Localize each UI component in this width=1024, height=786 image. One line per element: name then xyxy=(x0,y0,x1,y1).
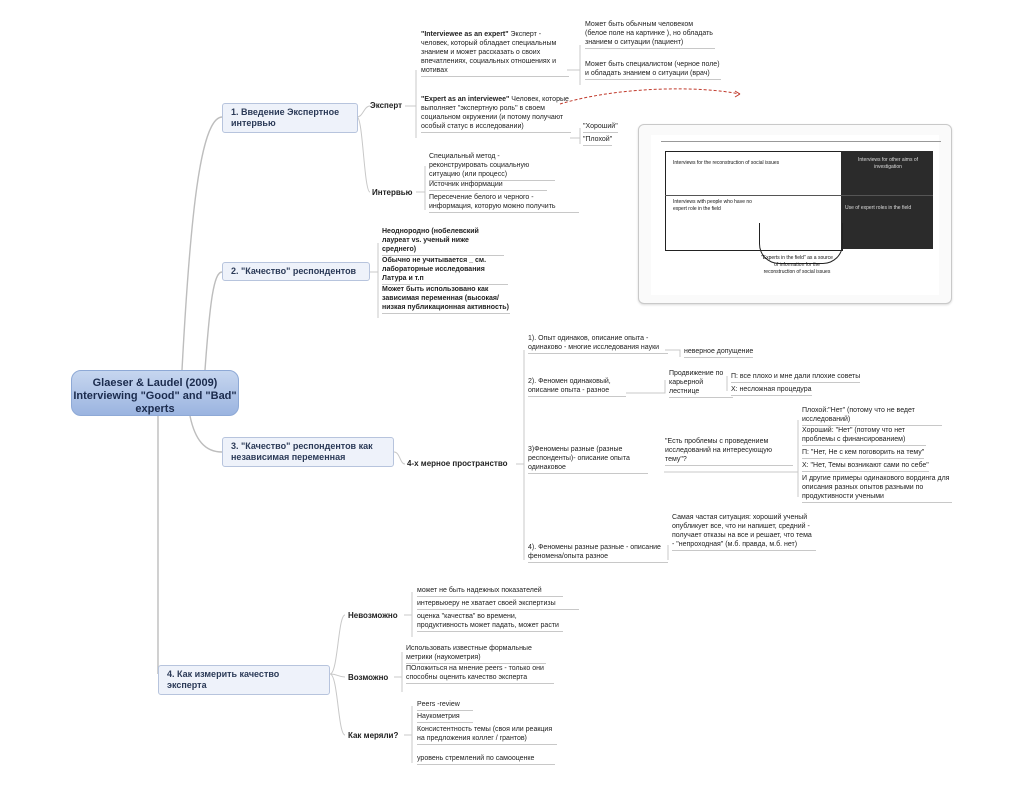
topic-expert-label: Эксперт xyxy=(370,101,403,110)
figure-label-no-expert-role: Interviews with people who have no exper… xyxy=(673,199,752,212)
branch-measure-quality[interactable]: 4. Как измерить качество эксперта xyxy=(158,665,330,695)
root-node[interactable]: Glaeser & Laudel (2009) Interviewing "Go… xyxy=(71,370,239,416)
case-3-question[interactable]: "Есть проблемы с проведением исследовани… xyxy=(665,437,793,466)
case-3-x-no[interactable]: Х: "Нет, Темы возникают сами по себе" xyxy=(802,461,929,472)
link-root-b1 xyxy=(181,116,223,371)
expert-definition-b-term: "Expert as an interviewee" xyxy=(421,96,510,103)
expert-definition-a[interactable]: "Interviewee as an expert" Эксперт - чел… xyxy=(421,30,569,77)
figure-label-other-aims: Interviews for other aims of investigati… xyxy=(857,157,919,170)
case-3-bad-no[interactable]: Плохой:"Нет" (потому что не ведет исслед… xyxy=(802,406,942,426)
branch-independent-variable-title: 3. "Качество" респондентов как независим… xyxy=(231,441,373,462)
quality-not-considered[interactable]: Обычно не учитывается _ см. лабораторные… xyxy=(382,256,508,285)
annotation-arrow xyxy=(559,88,741,105)
case-1-false-assumption[interactable]: неверное допущение xyxy=(684,347,754,358)
measured-self-assessment[interactable]: уровень стремлений по самооценке xyxy=(417,754,555,765)
case-3-p-no[interactable]: П: "Нет, Не с кем поговорить на тему" xyxy=(802,448,925,459)
topic-possible-label: Возможно xyxy=(348,673,389,682)
topic-how-measured[interactable]: Как меряли? xyxy=(348,731,398,741)
expert-definition-a-text: Эксперт - человек, который обладает спец… xyxy=(421,31,557,74)
topic-four-dimensional-space-label: 4-х мерное пространство xyxy=(407,459,508,468)
expert-definition-b-text: Человек, которые выполняет "экспертную р… xyxy=(421,96,569,130)
figure-label-social: Interviews for the reconstruction of soc… xyxy=(673,160,780,166)
branch-respondent-quality[interactable]: 2. "Качество" респондентов xyxy=(222,262,370,281)
quality-dependent-variable[interactable]: Может быть использовано как зависимая пе… xyxy=(382,285,510,314)
case-3-other-examples[interactable]: И другие примеры одинакового вординга дл… xyxy=(802,474,952,503)
case-2-career[interactable]: Продвижение по карьерной лестнице xyxy=(669,369,733,398)
case-2[interactable]: 2). Феномен одинаковый, описание опыта -… xyxy=(528,377,626,397)
branch-introduction[interactable]: 1. Введение Экспертное интервью xyxy=(222,103,358,133)
branch-measure-quality-title: 4. Как измерить качество эксперта xyxy=(167,669,280,690)
topic-possible[interactable]: Возможно xyxy=(348,673,388,683)
expert-roles-figure: Interviews for the reconstruction of soc… xyxy=(638,124,952,304)
case-2-good[interactable]: Х: несложная процедура xyxy=(731,385,812,396)
branch-independent-variable[interactable]: 3. "Качество" респондентов как независим… xyxy=(222,437,394,467)
case-3[interactable]: 3)Феномены разные (разные респонденты)- … xyxy=(528,445,648,474)
measured-scientometrics[interactable]: Наукометрия xyxy=(417,712,473,723)
topic-interview[interactable]: Интервью xyxy=(372,188,413,198)
expert-a-specialist[interactable]: Может быть специалистом (черное поле) и … xyxy=(585,60,721,80)
expert-definition-a-term: "Interviewee as an expert" xyxy=(421,31,509,38)
figure-scan: Interviews for the reconstruction of soc… xyxy=(651,135,941,295)
case-2-bad[interactable]: П: все плохо и мне дали плохие советы xyxy=(731,372,861,383)
link-root-b2 xyxy=(204,271,223,371)
root-title: Glaeser & Laudel (2009) Interviewing "Go… xyxy=(73,377,237,415)
expert-good[interactable]: "Хороший" xyxy=(583,122,618,133)
figure-label-expert-roles: Use of expert roles in the field xyxy=(845,205,912,211)
expert-bad[interactable]: "Плохой" xyxy=(583,135,613,146)
measured-topic-consistency[interactable]: Консистентность темы (своя или реакция н… xyxy=(417,725,557,745)
link-root-b3 xyxy=(189,415,223,453)
impossible-no-indicators[interactable]: может не быть надежных показателей xyxy=(417,586,563,597)
topic-impossible[interactable]: Невозможно xyxy=(348,611,398,621)
interview-intersection[interactable]: Пересечение белого и черного - информаци… xyxy=(429,193,579,213)
topic-expert[interactable]: Эксперт xyxy=(370,101,402,111)
measured-peer-review[interactable]: Peers -review xyxy=(417,700,473,711)
impossible-time-change[interactable]: оценка "качества" во времени, продуктивн… xyxy=(417,612,563,632)
case-3-good-no[interactable]: Хороший: "Нет" (потому что нет проблемы … xyxy=(802,426,926,446)
figure-label-experts-in-field: "Experts in the field" as a source of in… xyxy=(761,255,833,275)
topic-how-measured-label: Как меряли? xyxy=(348,731,399,740)
expert-a-ordinary-person[interactable]: Может быть обычным человеком (белое поле… xyxy=(585,20,715,49)
impossible-no-expertise[interactable]: интервьюеру не хватает своей экспертизы xyxy=(417,599,579,610)
topic-interview-label: Интервью xyxy=(372,188,413,197)
expert-definition-b[interactable]: "Expert as an interviewee" Человек, кото… xyxy=(421,95,571,133)
interview-source[interactable]: Источник информации xyxy=(429,180,547,191)
branch-introduction-title: 1. Введение Экспертное интервью xyxy=(231,107,340,128)
possible-formal-metrics[interactable]: Использовать известные формальные метрик… xyxy=(406,644,546,664)
case-4-frequent-situation[interactable]: Самая частая ситуация: хороший ученый оп… xyxy=(672,513,816,551)
possible-peers-opinion[interactable]: ПОложиться на мнение peers - только они … xyxy=(406,664,554,684)
topic-four-dimensional-space[interactable]: 4-х мерное пространство xyxy=(407,459,508,469)
quality-heterogeneous[interactable]: Неоднородно (нобелевский лауреат vs. уче… xyxy=(382,227,504,256)
branch-respondent-quality-title: 2. "Качество" респондентов xyxy=(231,266,357,276)
interview-method[interactable]: Специальный метод - реконструировать соц… xyxy=(429,152,555,181)
topic-impossible-label: Невозможно xyxy=(348,611,398,620)
case-4[interactable]: 4). Феномены разные разные - описание фе… xyxy=(528,543,668,563)
case-1[interactable]: 1). Опыт одинаков, описание опыта - один… xyxy=(528,334,668,354)
